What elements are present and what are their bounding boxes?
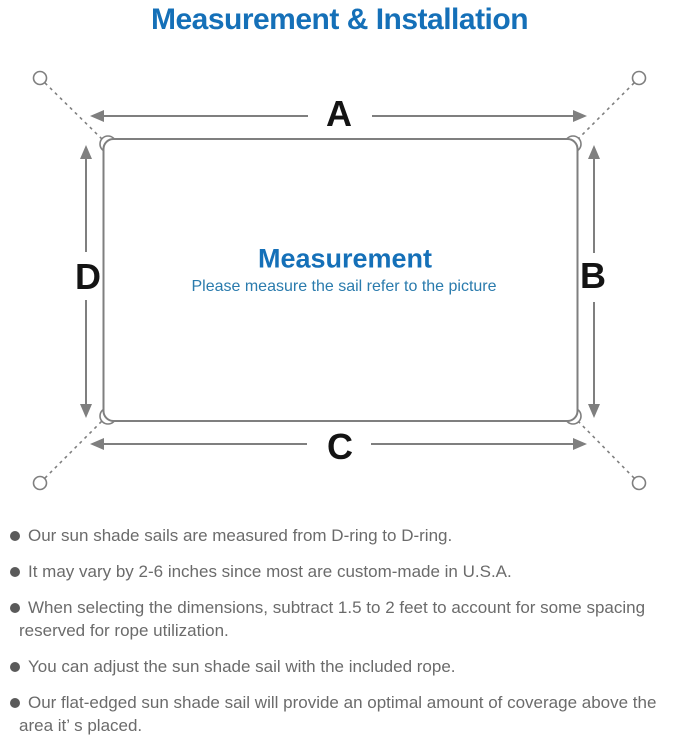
rope-line-top-right: [573, 77, 640, 144]
bullet-dot-icon: [10, 567, 20, 577]
list-item: Our sun shade sails are measured from D-…: [0, 524, 679, 547]
arrow-d-up-head-icon: [80, 145, 92, 159]
list-item: It may vary by 2-6 inches since most are…: [0, 560, 679, 583]
arrow-b-up-head-icon: [588, 145, 600, 159]
note-text: When selecting the dimensions, subtract …: [19, 598, 646, 640]
sail-outline: [102, 138, 579, 422]
rope-line-bottom-right: [573, 416, 640, 484]
arrow-d-down-head-icon: [80, 404, 92, 418]
list-item: Our flat-edged sun shade sail will provi…: [0, 691, 679, 737]
diagram-center-subtitle: Please measure the sail refer to the pic…: [191, 278, 497, 295]
bullet-dot-icon: [10, 662, 20, 672]
diagram-center-title: Measurement: [257, 243, 433, 274]
list-item: You can adjust the sun shade sail with t…: [0, 655, 679, 678]
list-item: When selecting the dimensions, subtract …: [0, 596, 679, 642]
bullet-dot-icon: [10, 603, 20, 613]
anchor-ring-icon-bottom-left: [32, 475, 48, 491]
sail-diagram-canvas: [32, 70, 647, 491]
dimension-label-a: A: [326, 93, 352, 134]
anchor-ring-icon-bottom-right: [631, 475, 647, 491]
rope-dashed-lines: [39, 77, 640, 484]
anchor-ring-icon-top-right: [631, 70, 647, 86]
anchor-rings: [32, 70, 647, 491]
arrow-b-down-head-icon: [588, 404, 600, 418]
rope-line-bottom-left: [39, 416, 107, 484]
dimension-arrows: [80, 110, 600, 450]
arrow-c-left-head-icon: [90, 438, 104, 450]
note-text: Our sun shade sails are measured from D-…: [28, 526, 453, 545]
bullet-dot-icon: [10, 698, 20, 708]
rope-line-top-left: [39, 77, 107, 144]
sail-measurement-diagram: A B C D Measurement Please measure the s…: [0, 50, 679, 510]
anchor-ring-icon-top-left: [32, 70, 48, 86]
dimension-label-c: C: [327, 426, 353, 467]
notes-list: Our sun shade sails are measured from D-…: [0, 524, 679, 737]
dimension-label-d: D: [75, 256, 101, 297]
arrow-c-right-head-icon: [573, 438, 587, 450]
bullet-dot-icon: [10, 531, 20, 541]
note-text: You can adjust the sun shade sail with t…: [28, 657, 456, 676]
page-title: Measurement & Installation: [150, 3, 529, 36]
arrow-a-right-head-icon: [573, 110, 587, 122]
arrow-a-left-head-icon: [90, 110, 104, 122]
note-text: It may vary by 2-6 inches since most are…: [28, 562, 512, 581]
measurement-notes: Our sun shade sails are measured from D-…: [0, 524, 679, 750]
dimension-label-b: B: [580, 255, 606, 296]
note-text: Our flat-edged sun shade sail will provi…: [19, 693, 657, 735]
